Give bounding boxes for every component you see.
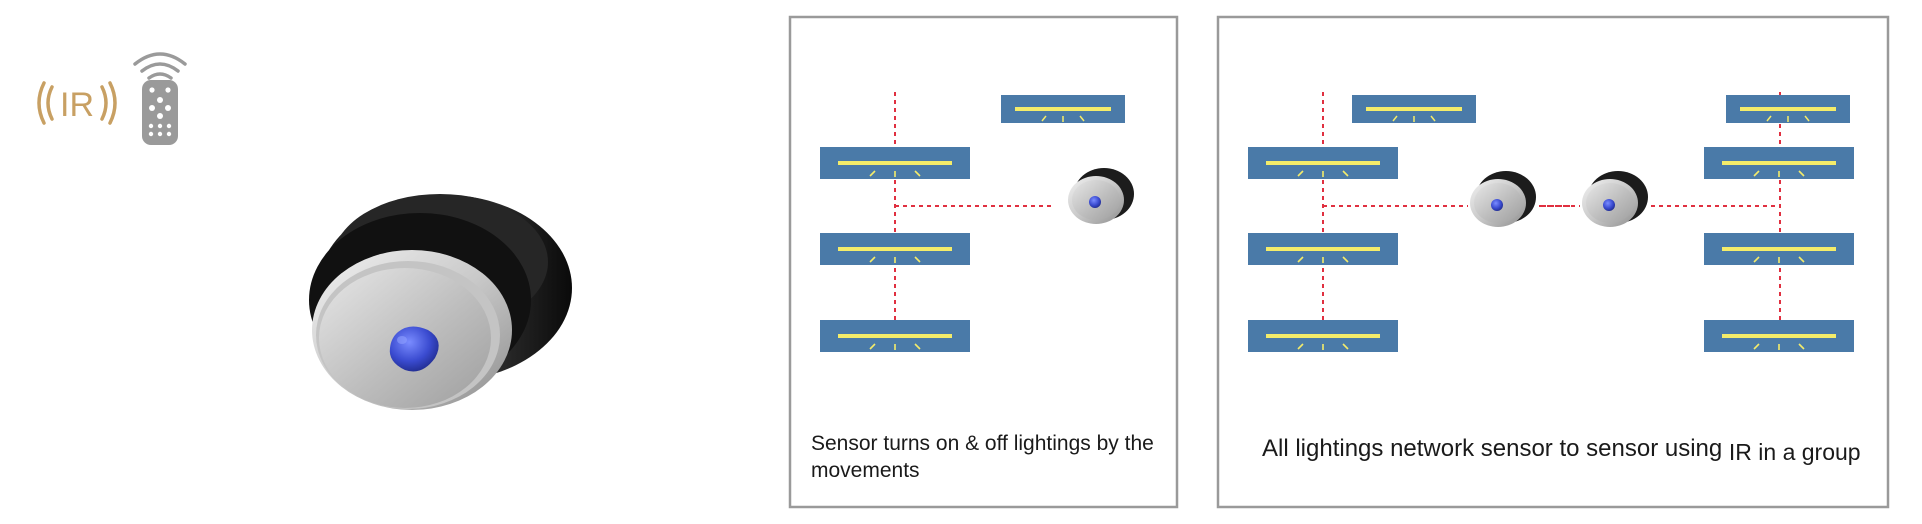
light-fixture — [1725, 94, 1851, 124]
light-fixture — [1000, 94, 1126, 124]
ir-label: IR — [60, 86, 94, 124]
light-fixture — [819, 319, 971, 353]
light-fixture — [1351, 94, 1477, 124]
wifi-signal-icon — [133, 52, 187, 80]
remote-control-icon — [142, 80, 178, 145]
panel-network-caption-main: All lightings network sensor to sensor u… — [1262, 435, 1729, 462]
light-fixture — [819, 232, 971, 266]
light-fixture — [1247, 232, 1399, 266]
panel-single-sensor — [788, 15, 1179, 509]
light-fixture — [1247, 319, 1399, 353]
light-fixture — [819, 146, 971, 180]
light-fixture — [1703, 146, 1855, 180]
sensor-product-image — [309, 194, 572, 410]
ir-connector-lines — [894, 92, 1055, 352]
panel-single-caption: Sensor turns on & off lightings by the m… — [811, 432, 1154, 482]
ir-signal-icon — [37, 81, 117, 125]
light-fixture — [1247, 146, 1399, 180]
panel-network-caption: All lightings network sensor to sensor u… — [1262, 435, 1922, 465]
ir-connector-lines — [1322, 92, 1781, 352]
panel-network-caption-tail: IR in a group — [1728, 439, 1861, 465]
light-fixture — [1703, 319, 1855, 353]
ir-badge: IR — [37, 81, 117, 125]
light-fixture — [1703, 232, 1855, 266]
panel-sensor-network — [1216, 15, 1890, 509]
